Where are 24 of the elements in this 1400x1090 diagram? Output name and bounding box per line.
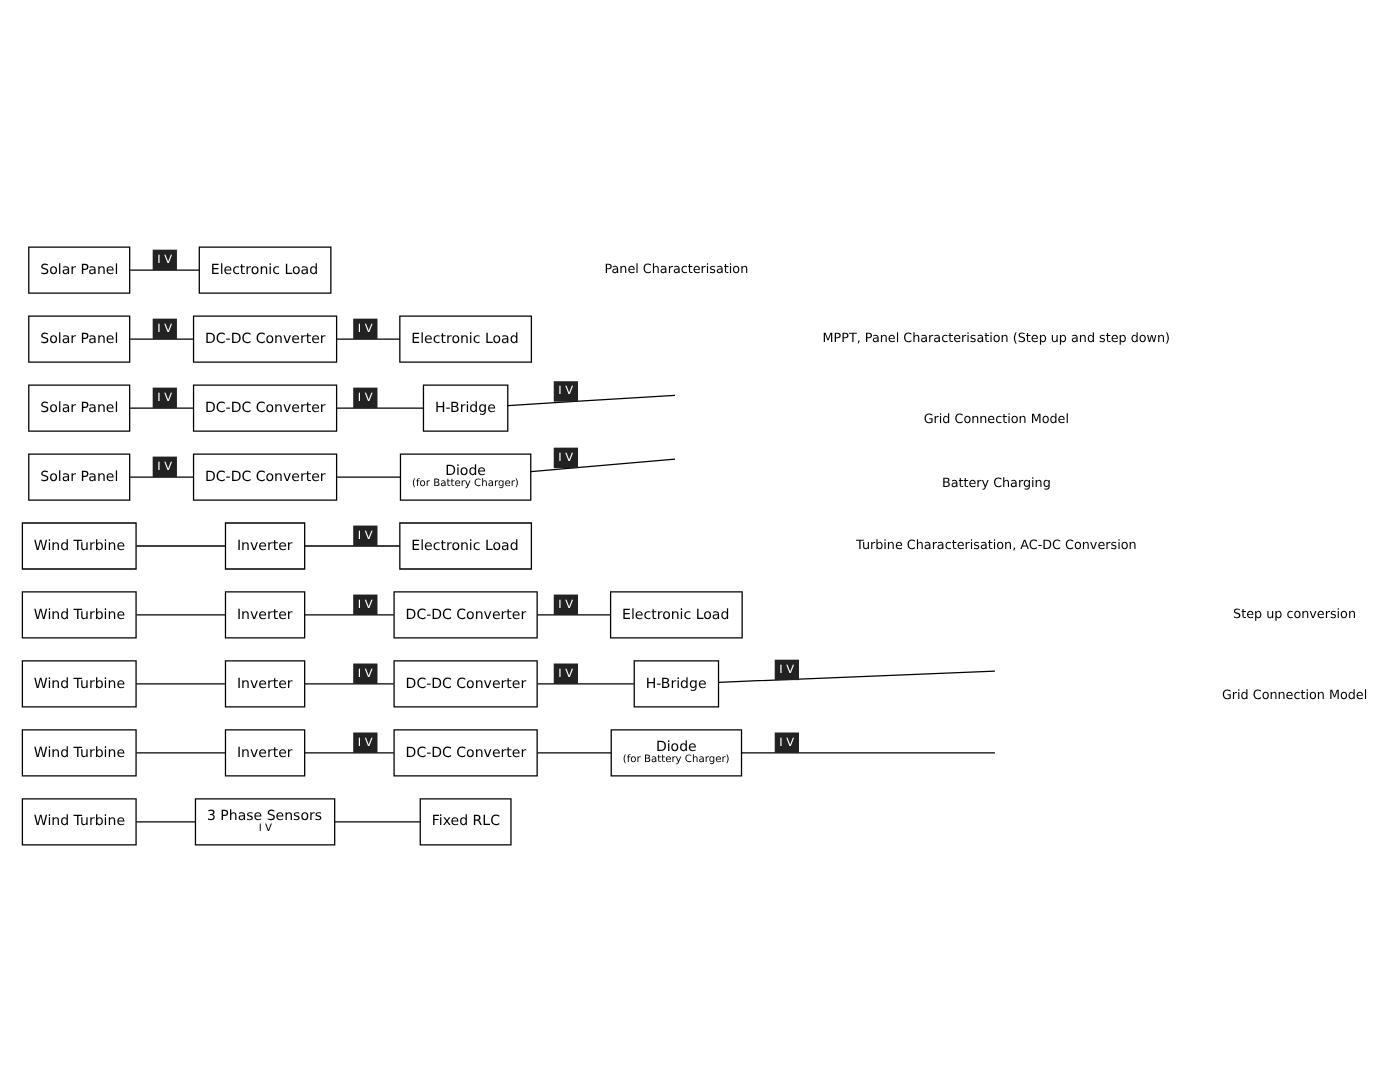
connector [718, 669, 996, 682]
connector [135, 613, 226, 615]
connector [536, 613, 611, 615]
connector [129, 406, 195, 408]
connector [336, 337, 401, 339]
connector [304, 613, 395, 615]
connector [530, 457, 676, 472]
connector [536, 751, 612, 753]
connector [129, 268, 200, 270]
connector [304, 544, 401, 546]
connector [135, 751, 226, 753]
connector [135, 544, 226, 546]
connector [336, 475, 401, 477]
connector [507, 393, 676, 406]
connector [536, 682, 635, 684]
connector [334, 820, 421, 822]
connector [129, 337, 195, 339]
connector [129, 475, 195, 477]
connector [304, 751, 395, 753]
connector [135, 682, 226, 684]
connector [304, 682, 395, 684]
connector [741, 751, 996, 753]
connector [135, 820, 196, 822]
connector [336, 406, 424, 408]
